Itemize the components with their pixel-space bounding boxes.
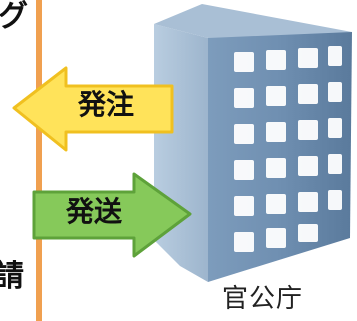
ship-arrow-label: 発送 [66, 195, 123, 228]
building-windows [234, 46, 342, 252]
order-arrow [12, 66, 174, 152]
ship-arrow [32, 172, 192, 258]
edge-text-bottom: 請 [0, 259, 24, 294]
ship-arrow-shape [32, 172, 192, 258]
order-arrow-shape [12, 66, 174, 152]
divider-line [36, 0, 42, 321]
order-arrow-label: 発注 [78, 88, 135, 121]
building-label: 官公庁 [222, 284, 304, 314]
building-roof [154, 4, 352, 44]
edge-text-top: グ [0, 0, 28, 34]
